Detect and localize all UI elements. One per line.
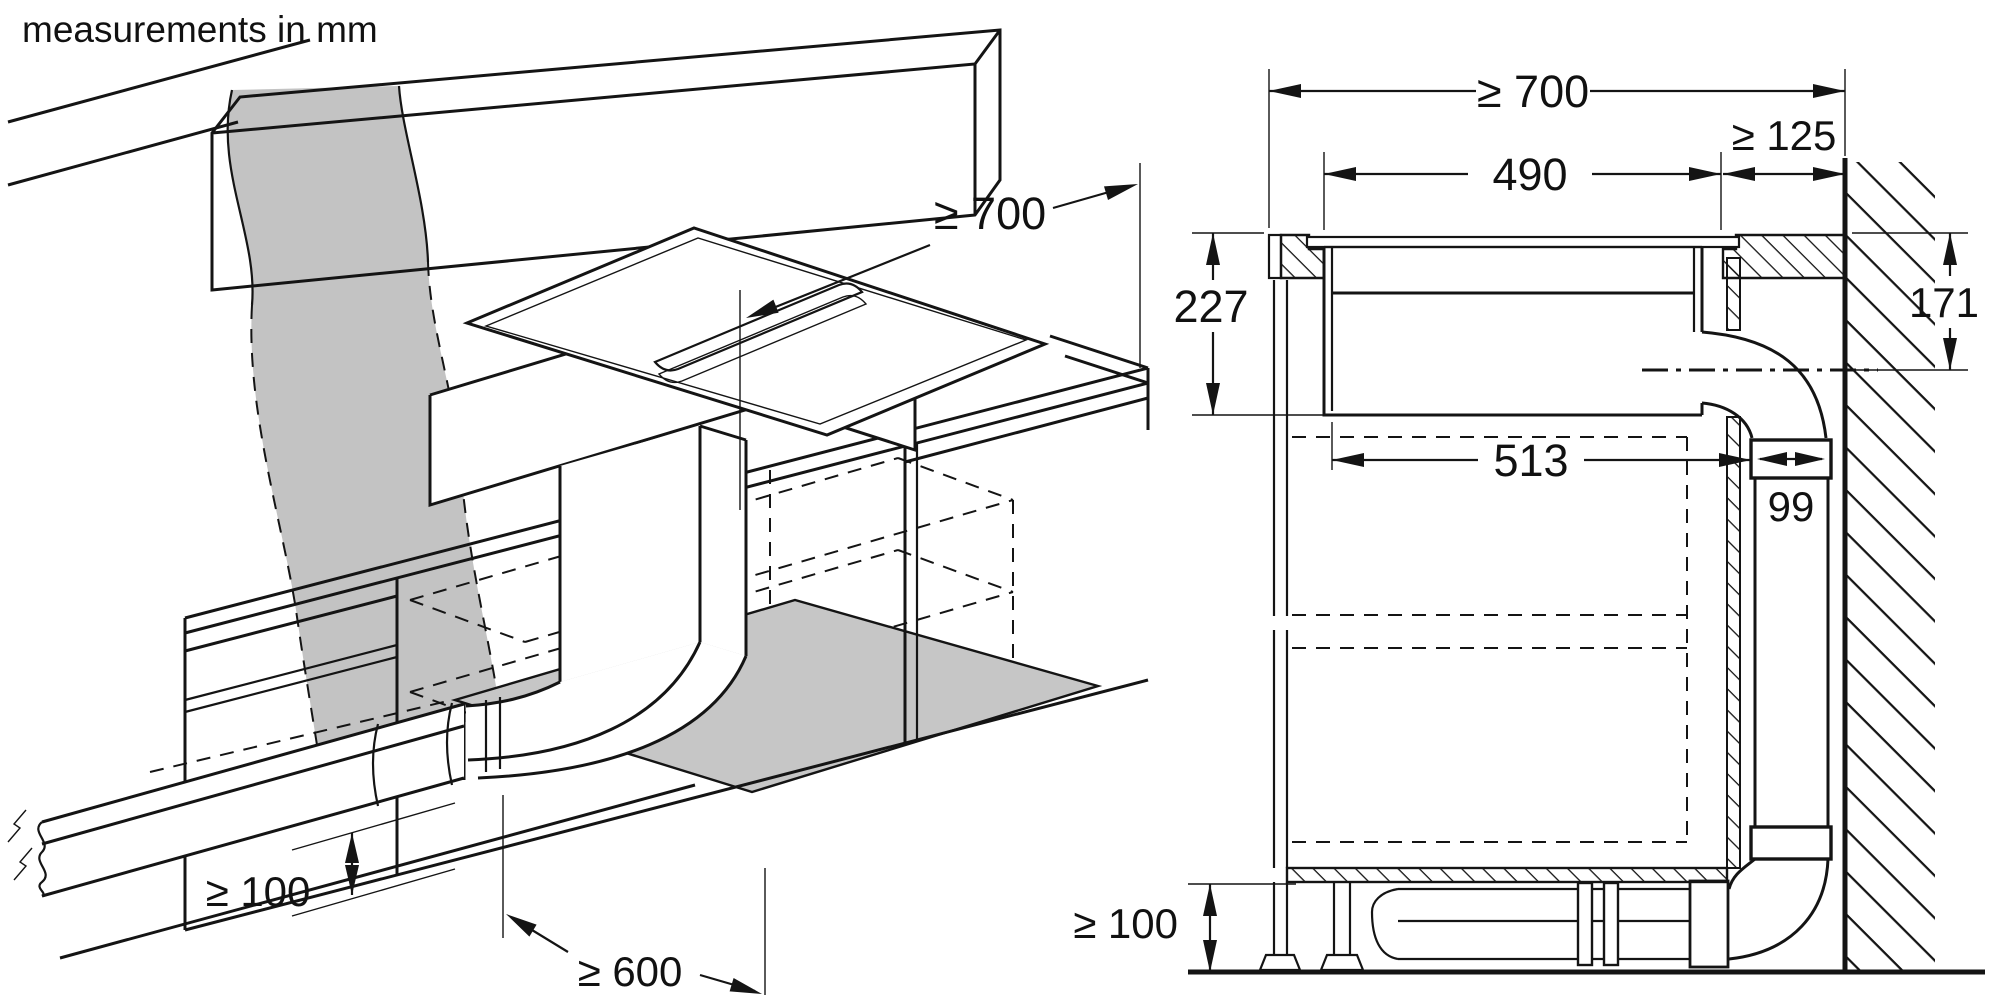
duct-connector [1688,879,1730,969]
dim-left-cabinet-width: ≥ 600 [502,795,766,995]
cabinet-leg [1258,953,1302,972]
cabinet-section [1258,280,1729,972]
cabinet-bottom-panel [1285,866,1729,884]
break-band-edge-dashed [427,261,501,713]
wall-hatch [1845,162,1935,972]
dim-appliance-height-label: 227 [1173,281,1248,332]
dim-cutout-width: 490 [1323,149,1722,230]
dim-left-worktop-depth-label: ≥ 700 [934,188,1046,239]
rear-panel-upper [1726,257,1741,331]
wall-edge-lines [7,38,311,187]
duct-sleeve [1602,881,1620,967]
wall-unit-top [212,30,1000,133]
dim-cutout-width-label: 490 [1492,149,1567,200]
duct-collar-bottom [1749,825,1833,861]
dim-duct-width: 99 [1757,452,1825,530]
hob-vent-slot [653,282,864,372]
dim-appliance-depth: 513 [1331,422,1751,486]
dim-outlet-drop: 171 [1850,232,1979,371]
cabinet-leg [1319,953,1365,972]
dim-duct-width-label: 99 [1768,483,1815,530]
dim-left-cabinet-width-label: ≥ 600 [578,948,683,995]
duct-sleeve [1576,881,1594,967]
section-view: ≥ 700 490 ≥ 125 227 [1073,66,1985,975]
cabinet-interior-dashed-section [1292,436,1688,843]
dim-appliance-height: 227 [1173,232,1330,416]
wall-unit-end [975,30,1000,215]
dim-left-plinth-height-label: ≥ 100 [206,868,311,915]
plinth-flat-duct [7,702,465,898]
dim-right-plinth-height-label: ≥ 100 [1073,900,1178,947]
break-band-edge [397,85,430,263]
break-band [227,86,500,765]
perspective-view: ≥ 700 ≥ 100 ≥ 600 [7,28,1150,995]
dim-rear-clearance: ≥ 125 [1723,112,1845,181]
worktop-section [1267,233,1847,280]
duct-elbow [462,641,748,780]
dim-right-worktop-depth-label: ≥ 700 [1477,66,1589,117]
hob-housing-section [1322,245,1704,417]
dim-right-worktop-depth: ≥ 700 [1268,66,1846,228]
dim-right-plinth-height: ≥ 100 [1073,883,1296,972]
wall-unit-outline [210,28,1002,292]
rear-panel-lower [1726,416,1741,869]
dim-rear-clearance-label: ≥ 125 [1732,112,1837,159]
downdraft-duct [558,424,748,682]
dim-left-worktop-depth: ≥ 700 [739,163,1141,510]
hob [462,226,1050,437]
page-title: measurements in mm [22,9,378,50]
dim-outlet-drop-label: 171 [1909,279,1979,326]
hob-glass-section [1305,235,1741,249]
dim-left-plinth-height: ≥ 100 [206,802,456,917]
break-band-edge [226,89,254,306]
dim-appliance-depth-label: 513 [1493,435,1568,486]
break-band-edge-dashed [250,304,321,766]
